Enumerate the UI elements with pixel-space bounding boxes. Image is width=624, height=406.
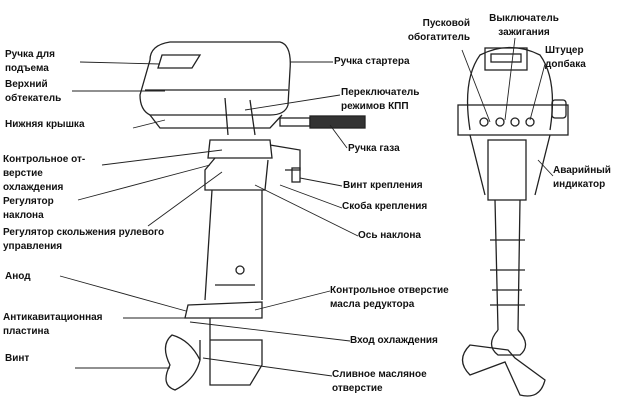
label-throttle-grip: Ручка газа — [348, 143, 400, 154]
leader-lines — [59, 37, 554, 377]
label-lower-cover: Нижняя крышка — [5, 119, 85, 130]
label-propeller: Винт — [5, 353, 30, 364]
label-anode: Анод — [5, 271, 31, 282]
label-clamp-screw: Винт крепления — [343, 180, 423, 191]
front-view-motor — [457, 46, 569, 397]
label-tilt-axis: Ось наклона — [358, 230, 421, 241]
label-starter-handle: Ручка стартера — [334, 56, 410, 67]
side-view-motor — [139, 41, 366, 391]
label-cooling-inlet: Вход охлаждения — [350, 335, 438, 346]
label-clamp-bracket: Скоба крепления — [342, 201, 428, 212]
